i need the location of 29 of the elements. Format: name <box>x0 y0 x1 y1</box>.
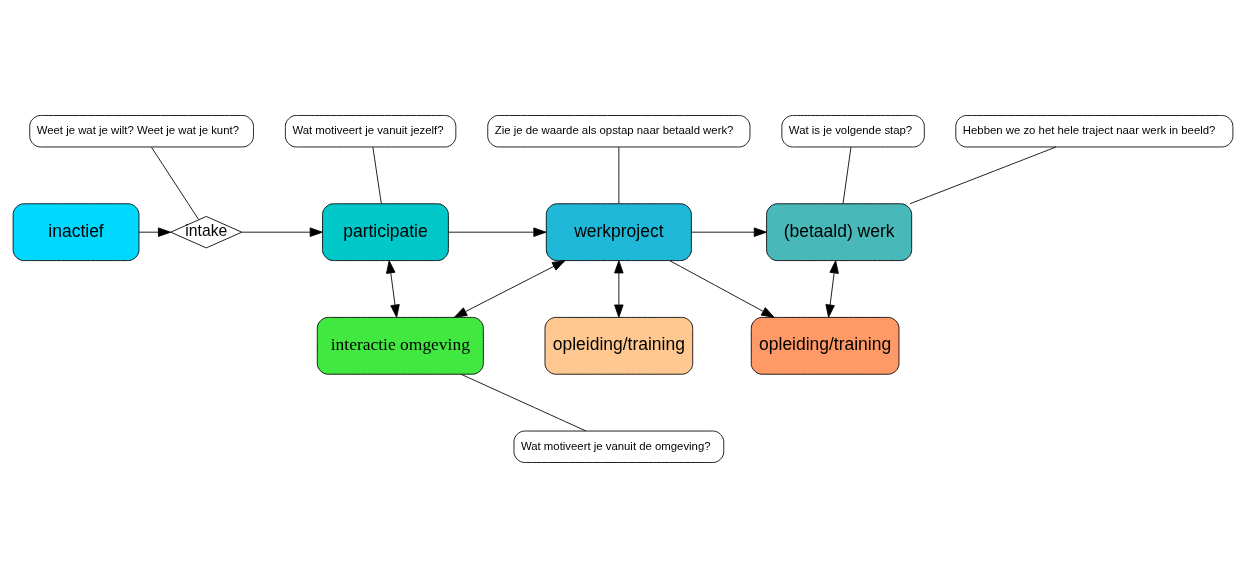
node-box: opleiding/training <box>544 316 694 375</box>
arrow <box>241 227 323 237</box>
node-box: Wat is je volgende stap? <box>781 115 925 148</box>
connector <box>460 373 587 432</box>
node-box: participatie <box>322 203 449 262</box>
arrow <box>691 227 767 237</box>
connector <box>909 146 1057 205</box>
node-box: inactief <box>12 203 140 262</box>
node-box: interactie omgeving <box>316 316 484 375</box>
node-diamond: intake <box>170 216 243 249</box>
arrow <box>669 260 775 318</box>
arrow <box>614 260 624 318</box>
connector <box>151 146 200 220</box>
arrow <box>386 260 400 318</box>
arrow <box>454 260 566 318</box>
node-box: Zie je de waarde als opstap naar betaald werk? <box>487 115 751 148</box>
connector <box>842 146 852 205</box>
node-box: Hebben we zo het hele traject naar werk in beeld? <box>955 115 1234 148</box>
node-box: Wat motiveert je vanuit de omgeving? <box>513 430 725 463</box>
node-box: werkproject <box>545 203 692 262</box>
node-box: opleiding/training <box>750 316 900 375</box>
arrow <box>138 227 172 237</box>
arrow <box>448 227 547 237</box>
arrow <box>825 260 839 318</box>
node-box: Wat motiveert je vanuit jezelf? <box>284 115 457 148</box>
connector <box>618 146 620 205</box>
connector <box>372 146 382 205</box>
node-box: Weet je wat je wilt? Weet je wat je kunt? <box>29 115 254 148</box>
node-box: (betaald) werk <box>766 203 913 262</box>
